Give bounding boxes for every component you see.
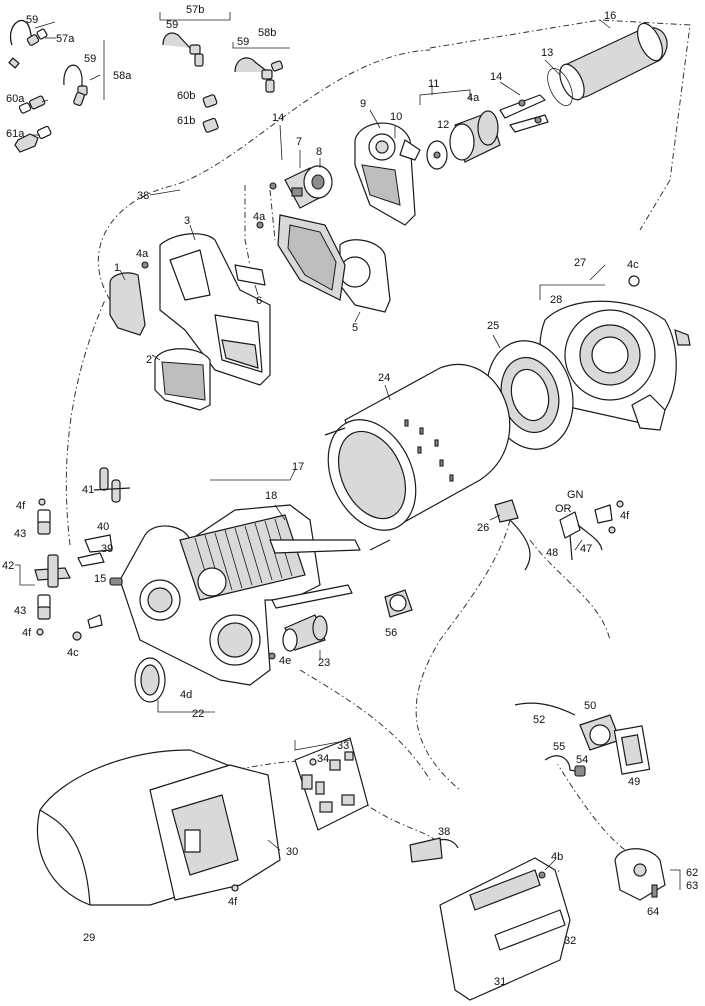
label-17: 17 bbox=[292, 461, 304, 473]
sensor-parts-62-64 bbox=[614, 848, 681, 901]
label-11: 11 bbox=[428, 78, 439, 90]
label-32: 32 bbox=[564, 935, 576, 947]
label-4c-1: 4c bbox=[627, 259, 639, 271]
label-61a: 61a bbox=[6, 128, 25, 140]
label-4f-2: 4f bbox=[22, 627, 32, 639]
main-housing-assembly bbox=[119, 469, 361, 713]
label-40: 40 bbox=[97, 521, 109, 533]
label-31: 31 bbox=[494, 976, 506, 988]
circuit-board bbox=[294, 737, 369, 831]
label-57b: 57b bbox=[186, 4, 204, 16]
label-2: 2 bbox=[146, 354, 152, 366]
label-59-c: 59 bbox=[237, 36, 249, 48]
label-9: 9 bbox=[360, 98, 366, 110]
label-24: 24 bbox=[378, 372, 390, 384]
label-28: 28 bbox=[550, 294, 562, 306]
front-plate-30 bbox=[149, 764, 281, 901]
label-63: 63 bbox=[686, 880, 698, 892]
part-number-labels: 59 57a 57b 59 58b 59 59 58a 16 13 14 11 … bbox=[2, 4, 698, 988]
label-16: 16 bbox=[604, 10, 616, 22]
terminal-block bbox=[559, 500, 624, 561]
label-59-a: 59 bbox=[26, 14, 38, 26]
label-61b: 61b bbox=[177, 115, 195, 127]
control-unit-parts bbox=[514, 702, 651, 777]
label-6: 6 bbox=[256, 295, 262, 307]
label-54: 54 bbox=[576, 754, 588, 766]
label-GN: GN bbox=[567, 489, 584, 501]
label-57a: 57a bbox=[56, 33, 75, 45]
label-38-a: 38 bbox=[137, 190, 149, 202]
label-41: 41 bbox=[82, 484, 94, 496]
label-4a-1: 4a bbox=[467, 92, 480, 104]
label-18: 18 bbox=[265, 490, 277, 502]
label-22: 22 bbox=[192, 708, 204, 720]
label-55: 55 bbox=[553, 741, 565, 753]
label-15: 15 bbox=[94, 573, 106, 585]
label-58b: 58b bbox=[258, 27, 276, 39]
label-4d: 4d bbox=[180, 689, 192, 701]
air-tube-assembly bbox=[544, 19, 668, 107]
label-4c-2: 4c bbox=[67, 647, 79, 659]
label-4f-4: 4f bbox=[228, 896, 238, 908]
label-60b: 60b bbox=[177, 90, 195, 102]
burner-flange bbox=[539, 264, 691, 431]
label-34: 34 bbox=[317, 753, 329, 765]
photocell-and-cables bbox=[384, 499, 531, 618]
label-26: 26 bbox=[477, 522, 489, 534]
label-13: 13 bbox=[541, 47, 553, 59]
label-14-a: 14 bbox=[490, 71, 502, 83]
label-OR: OR bbox=[555, 503, 572, 515]
label-4a-3: 4a bbox=[136, 248, 149, 260]
label-59-b: 59 bbox=[166, 19, 178, 31]
label-58a: 58a bbox=[113, 70, 132, 82]
label-4e: 4e bbox=[279, 655, 291, 667]
label-14-b: 14 bbox=[272, 112, 284, 124]
label-29: 29 bbox=[83, 932, 95, 944]
motor-assembly bbox=[419, 81, 549, 170]
fan-housing-cover bbox=[354, 109, 421, 226]
label-56: 56 bbox=[385, 627, 397, 639]
label-47: 47 bbox=[580, 543, 592, 555]
label-12: 12 bbox=[437, 119, 449, 131]
label-23: 23 bbox=[318, 657, 330, 669]
label-25: 25 bbox=[487, 320, 499, 332]
label-4f-1: 4f bbox=[16, 500, 26, 512]
label-48: 48 bbox=[546, 547, 558, 559]
hose-fittings-group bbox=[8, 12, 290, 153]
label-30: 30 bbox=[286, 846, 298, 858]
housing-cover-assembly bbox=[109, 189, 391, 411]
label-49: 49 bbox=[628, 776, 640, 788]
label-62: 62 bbox=[686, 867, 698, 879]
label-27: 27 bbox=[574, 257, 586, 269]
label-4a-2: 4a bbox=[253, 211, 266, 223]
label-39: 39 bbox=[101, 543, 113, 555]
combustion-cylinder bbox=[324, 363, 511, 551]
label-38-b: 38 bbox=[438, 826, 450, 838]
label-60a: 60a bbox=[6, 93, 25, 105]
label-33: 33 bbox=[337, 740, 349, 752]
label-10: 10 bbox=[390, 111, 402, 123]
label-7: 7 bbox=[296, 136, 302, 148]
label-5: 5 bbox=[352, 322, 358, 334]
label-43-b: 43 bbox=[14, 605, 26, 617]
label-8: 8 bbox=[316, 146, 322, 158]
label-43-a: 43 bbox=[14, 528, 26, 540]
label-59-d: 59 bbox=[84, 53, 96, 65]
left-small-parts bbox=[15, 467, 131, 641]
label-4f-3: 4f bbox=[620, 510, 630, 522]
label-50: 50 bbox=[584, 700, 596, 712]
label-42: 42 bbox=[2, 560, 14, 572]
label-1: 1 bbox=[114, 262, 120, 274]
label-4b: 4b bbox=[551, 851, 563, 863]
label-52: 52 bbox=[533, 714, 545, 726]
label-3: 3 bbox=[184, 215, 190, 227]
connector-plug bbox=[409, 837, 459, 863]
label-64: 64 bbox=[647, 906, 659, 918]
front-cover-31-32 bbox=[439, 857, 571, 1001]
fan-wheel-assembly bbox=[269, 124, 333, 209]
